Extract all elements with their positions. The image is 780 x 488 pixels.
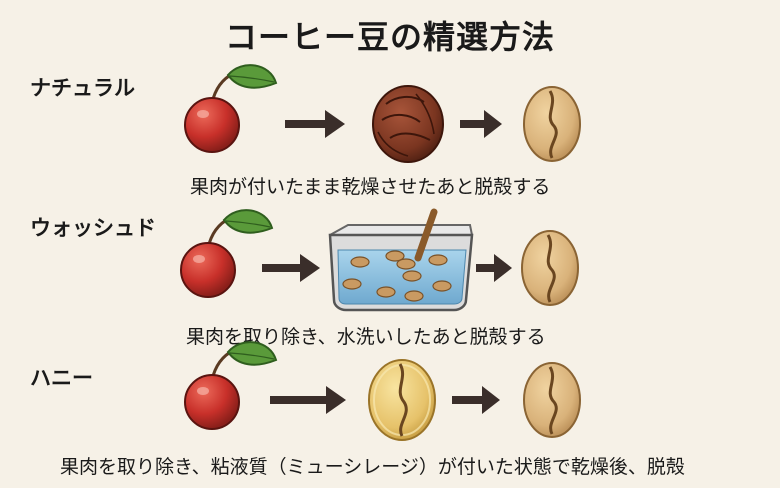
arrow-icon	[285, 110, 345, 138]
arrow-icon	[270, 386, 346, 414]
green-bean-icon	[523, 86, 581, 162]
dried-cherry-icon	[372, 85, 444, 163]
cherry-icon	[184, 341, 278, 430]
method-description-honey: 果肉を取り除き、粘液質（ミューシレージ）が付いた状態で乾燥後、脱殻	[60, 456, 685, 478]
method-description-washed: 果肉を取り除き、水洗いしたあと脱殻する	[186, 326, 546, 348]
cherry-icon	[184, 64, 278, 153]
method-label-honey: ハニー	[30, 366, 93, 390]
washing-tank-icon	[328, 208, 474, 312]
arrow-icon	[460, 110, 502, 138]
green-bean-icon	[523, 362, 581, 438]
arrow-icon	[476, 254, 512, 282]
green-bean-icon	[521, 230, 579, 306]
page-title: コーヒー豆の精選方法	[224, 18, 555, 56]
arrow-icon	[262, 254, 320, 282]
method-label-natural: ナチュラル	[30, 76, 135, 100]
method-label-washed: ウォッシュド	[30, 216, 156, 240]
arrow-icon	[452, 386, 500, 414]
cherry-icon	[180, 209, 274, 298]
method-description-natural: 果肉が付いたまま乾燥させたあと脱殻する	[190, 176, 551, 198]
honey-bean-icon	[368, 359, 436, 441]
